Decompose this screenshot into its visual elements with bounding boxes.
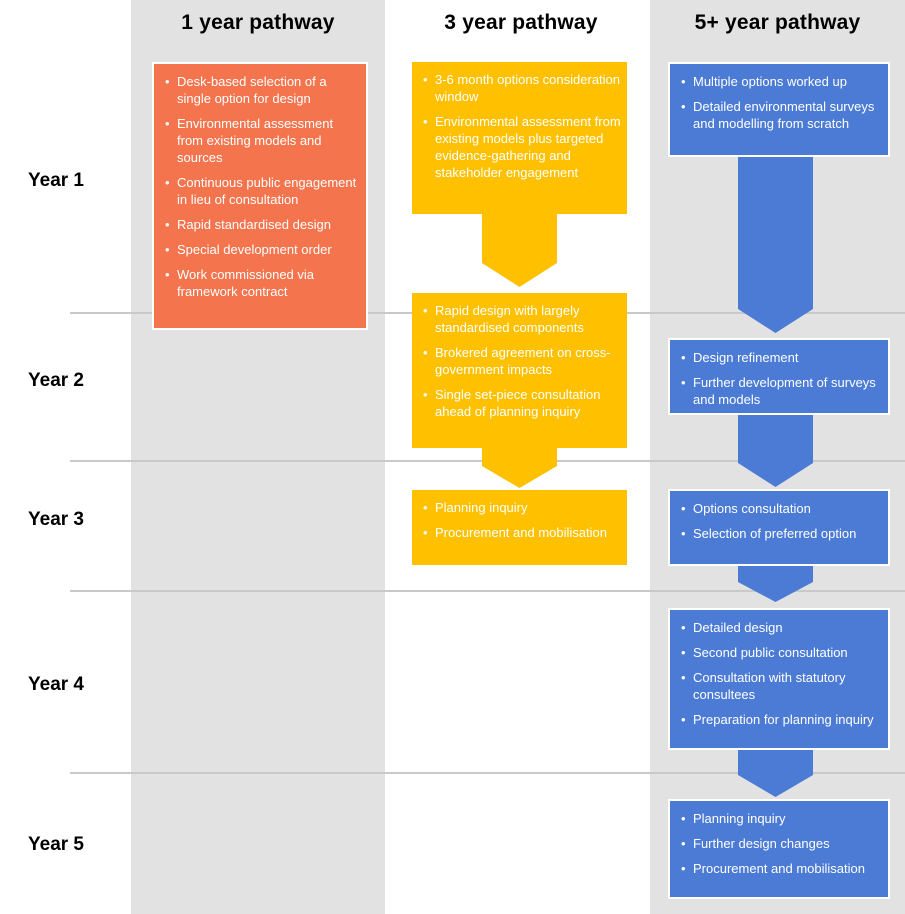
pathway-5-header: 5+ year pathway [694,11,861,34]
bullet-item: Brokered agreement on cross-government i… [422,344,621,378]
bullet-item: Selection of preferred option [680,525,882,542]
bullet-item: Environmental assessment from existing m… [164,115,360,166]
bullet-item: Second public consultation [680,644,882,661]
bullet-list: Options consultation Selection of prefer… [670,491,888,551]
pathway-3-header: 3 year pathway [444,11,598,34]
bullet-item: Detailed environmental surveys and model… [680,98,882,132]
down-arrow [738,157,813,333]
pathway3-year1-box: 3-6 month options consideration window E… [412,62,627,214]
bullet-item: Design refinement [680,349,882,366]
year-3-label: Year 3 [28,509,84,530]
bullet-item: Rapid standardised design [164,216,360,233]
bullet-item: Consultation with statutory consultees [680,669,882,703]
bullet-item: Desk-based selection of a single option … [164,73,360,107]
bullet-item: Multiple options worked up [680,73,882,90]
year-2-label: Year 2 [28,370,84,391]
year-1-label: Year 1 [28,170,84,191]
bullet-item: Special development order [164,241,360,258]
bullet-list: Planning inquiry Further design changes … [670,801,888,886]
row-divider-year4-year5 [70,772,905,774]
pathway3-year3-box: Planning inquiry Procurement and mobilis… [412,490,627,565]
pathway5-year1-box: Multiple options worked up Detailed envi… [668,62,890,157]
bullet-item: Procurement and mobilisation [422,524,621,541]
bullet-item: Further design changes [680,835,882,852]
bullet-item: Environmental assessment from existing m… [422,113,621,181]
pathway3-year2-box: Rapid design with largely standardised c… [412,293,627,448]
pathway5-year3-box: Options consultation Selection of prefer… [668,489,890,566]
bullet-item: Work commissioned via framework contract [164,266,360,300]
year-5-label: Year 5 [28,834,84,855]
pathway-1-header: 1 year pathway [181,11,335,34]
bullet-item: Options consultation [680,500,882,517]
bullet-item: 3-6 month options consideration window [422,71,621,105]
bullet-item: Single set-piece consultation ahead of p… [422,386,621,420]
bullet-list: Planning inquiry Procurement and mobilis… [412,490,627,550]
bullet-list: Detailed design Second public consultati… [670,610,888,737]
bullet-item: Further development of surveys and model… [680,374,882,408]
bullet-list: Desk-based selection of a single option … [154,64,366,309]
bullet-list: Rapid design with largely standardised c… [412,293,627,429]
bullet-item: Continuous public engagement in lieu of … [164,174,360,208]
bullet-item: Rapid design with largely standardised c… [422,302,621,336]
bullet-item: Detailed design [680,619,882,636]
bullet-list: 3-6 month options consideration window E… [412,62,627,190]
pathway5-year5-box: Planning inquiry Further design changes … [668,799,890,899]
bullet-item: Preparation for planning inquiry [680,711,882,728]
year-4-label: Year 4 [28,674,84,695]
bullet-item: Planning inquiry [422,499,621,516]
row-divider-year3-year4 [70,590,905,592]
pathway5-year2-box: Design refinement Further development of… [668,338,890,415]
pathway5-year4-box: Detailed design Second public consultati… [668,608,890,750]
down-arrow [482,214,557,287]
bullet-list: Multiple options worked up Detailed envi… [670,64,888,141]
bullet-item: Procurement and mobilisation [680,860,882,877]
pathway1-year1-box: Desk-based selection of a single option … [152,62,368,330]
bullet-list: Design refinement Further development of… [670,340,888,417]
bullet-item: Planning inquiry [680,810,882,827]
down-arrow [482,448,557,488]
